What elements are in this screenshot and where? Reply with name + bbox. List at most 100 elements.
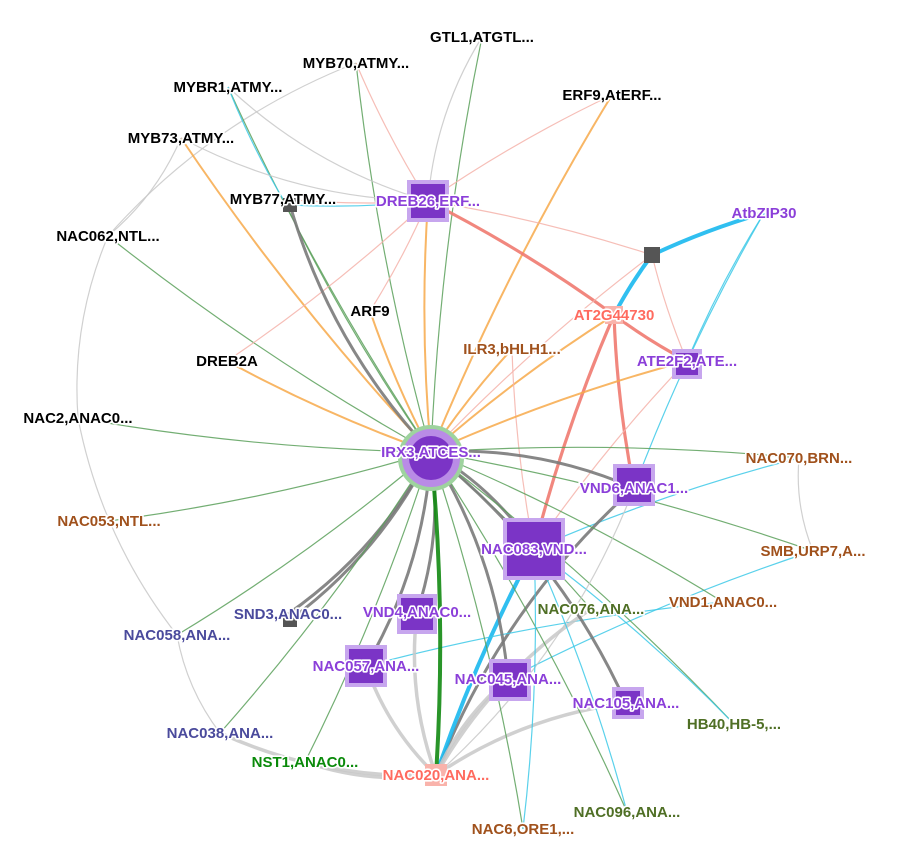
node-dreb26[interactable] [407, 180, 449, 222]
node-label-nac045[interactable]: NAC045,ANA... [453, 669, 563, 689]
edge-nac062-nac2 [76, 235, 109, 419]
node-irx3[interactable] [398, 425, 464, 491]
node-label-nac020[interactable]: NAC020,ANA... [381, 765, 491, 785]
edge-nac096-nac083 [533, 548, 628, 813]
node-label-myb73[interactable]: MYB73,ATMY... [126, 128, 236, 148]
edge-erf9-irx3 [430, 94, 613, 453]
edge-nac058-nac038 [176, 634, 221, 734]
node-nac020[interactable] [425, 764, 447, 786]
node-label-hb40[interactable]: HB40,HB-5,... [685, 714, 782, 734]
edge-nac038-irx3 [219, 451, 432, 734]
edge-myb70-nac062 [107, 62, 357, 237]
edge-myb73-irx3 [180, 137, 432, 453]
edge-nac2-irx3 [77, 417, 432, 453]
node-label-snd3[interactable]: SND3,ANAC0... [232, 604, 344, 624]
edge-sq1-irx3 [430, 254, 653, 453]
node-label-dreb2a[interactable]: DREB2A [195, 351, 260, 371]
edge-mybr1-myb77 [227, 86, 284, 200]
nodes-layer [283, 180, 702, 786]
node-label-nac038[interactable]: NAC038,ANA... [165, 723, 275, 743]
edge-mybr1-dreb26 [227, 86, 429, 202]
edge-nac062-irx3 [107, 235, 432, 453]
node-label-dreb26[interactable]: DREB26,ERF... [374, 191, 481, 211]
edge-myb70-irx3 [355, 62, 432, 453]
node-label-nac083[interactable]: NAC083,VND... [479, 539, 588, 559]
edge-dreb26-irx3 [423, 200, 432, 453]
edge-at2g44730-dreb26 [427, 199, 615, 317]
edge-nac6-nac083 [522, 548, 537, 830]
edge-mybr1-irx3 [227, 86, 432, 453]
node-label-nac076[interactable]: NAC076,ANA... [536, 599, 646, 619]
edge-sq3-irx3 [288, 204, 433, 454]
edge-nac070-nac083 [533, 457, 800, 550]
edge-erf9-dreb26 [427, 94, 613, 202]
node-label-vnd6[interactable]: VND6,ANAC1... [578, 478, 690, 498]
edge-nst1-irx3 [304, 451, 432, 763]
node-label-smb[interactable]: SMB,URP7,A... [759, 541, 867, 561]
node-label-erf9[interactable]: ERF9,AtERF... [561, 85, 663, 105]
edge-gtl1-irx3 [430, 36, 483, 453]
edge-at2g44730-vnd6 [612, 314, 636, 489]
node-label-nac062[interactable]: NAC062,NTL... [55, 226, 162, 246]
node-label-nac070[interactable]: NAC070,BRN... [744, 448, 854, 468]
labels-layer: GTL1,ATGTL... MYB70,ATMY... MYBR1,ATMY... E… [22, 27, 867, 839]
node-sq1[interactable] [644, 247, 660, 263]
node-label-nac053[interactable]: NAC053,NTL... [56, 511, 163, 531]
node-sq3[interactable] [283, 198, 297, 212]
node-label-nac2[interactable]: NAC2,ANAC0... [22, 408, 134, 428]
node-label-ilr3[interactable]: ILR3,bHLH1... [462, 339, 563, 359]
node-label-gtl1[interactable]: GTL1,ATGTL... [428, 27, 535, 47]
node-label-nac105[interactable]: NAC105,ANA... [571, 693, 681, 713]
node-vnd6[interactable] [613, 464, 655, 506]
edge-vnd4-nac020 [412, 611, 438, 776]
node-label-nac096[interactable]: NAC096,ANA... [572, 802, 682, 822]
node-label-atbzip30[interactable]: AtbZIP30 [730, 203, 798, 223]
node-label-ate2f2[interactable]: ATE2F2,ATE... [635, 351, 738, 371]
node-ate2f2[interactable] [672, 349, 702, 379]
edge-gtl1-dreb26 [427, 36, 483, 202]
node-label-nac6[interactable]: NAC6,ORE1,... [470, 819, 576, 839]
edge-atbzip30-sq1 [651, 211, 765, 257]
edge-myb73-dreb26 [180, 137, 429, 202]
node-vnd4[interactable] [397, 594, 437, 634]
node-label-myb70[interactable]: MYB70,ATMY... [301, 53, 411, 73]
edge-nac058-irx3 [176, 451, 432, 636]
edge-atbzip30-vnd6 [633, 212, 765, 489]
node-label-nst1[interactable]: NST1,ANAC0... [250, 752, 360, 772]
node-label-nac057[interactable]: NAC057,ANA... [311, 656, 421, 676]
edge-hb40-irx3 [430, 451, 735, 725]
edge-nac2-nac058 [77, 417, 178, 636]
edge-nac096-irx3 [430, 451, 628, 813]
node-label-at2g44730[interactable]: AT2G44730 [572, 305, 656, 325]
node-nac057[interactable] [345, 645, 387, 687]
node-label-mybr1[interactable]: MYBR1,ATMY... [172, 77, 284, 97]
edge-nac053-irx3 [108, 451, 432, 522]
edge-nac6-irx3 [430, 451, 524, 830]
edge-dreb2a-dreb26 [226, 200, 429, 362]
edge-ate2f2-irx3 [430, 360, 688, 453]
node-label-irx3[interactable]: IRX3,ATCES... [380, 442, 483, 462]
edge-sq1-dreb26 [427, 200, 653, 256]
node-label-nac058[interactable]: NAC058,ANA... [122, 625, 232, 645]
edge-vnd1-irx3 [430, 451, 724, 603]
node-nac045[interactable] [489, 659, 531, 701]
node-label-arf9[interactable]: ARF9 [349, 301, 391, 321]
node-sq2[interactable] [283, 613, 297, 627]
node-label-myb77[interactable]: MYB77,ATMY... [228, 189, 338, 209]
edge-nst1-nac020 [304, 760, 437, 780]
edge-nac020-vnd6 [435, 487, 635, 776]
edge-vnd6-nac020 [434, 486, 636, 776]
node-label-vnd1[interactable]: VND1,ANAC0... [667, 592, 779, 612]
edge-nac105-nac020 [435, 701, 627, 777]
edge-nac020-irx3 [429, 451, 443, 776]
edge-atbzip30-ate2f2 [686, 212, 765, 362]
node-label-vnd4[interactable]: VND4,ANAC0... [361, 602, 473, 622]
edge-myb77-irx3 [282, 198, 432, 453]
edge-nac070-smb [797, 457, 814, 552]
node-nac083[interactable] [503, 518, 565, 580]
edge-nac062-myb73 [107, 137, 182, 237]
node-at2g44730[interactable] [605, 306, 623, 324]
node-nac105[interactable] [612, 687, 644, 719]
edge-nac070-irx3 [430, 446, 800, 459]
